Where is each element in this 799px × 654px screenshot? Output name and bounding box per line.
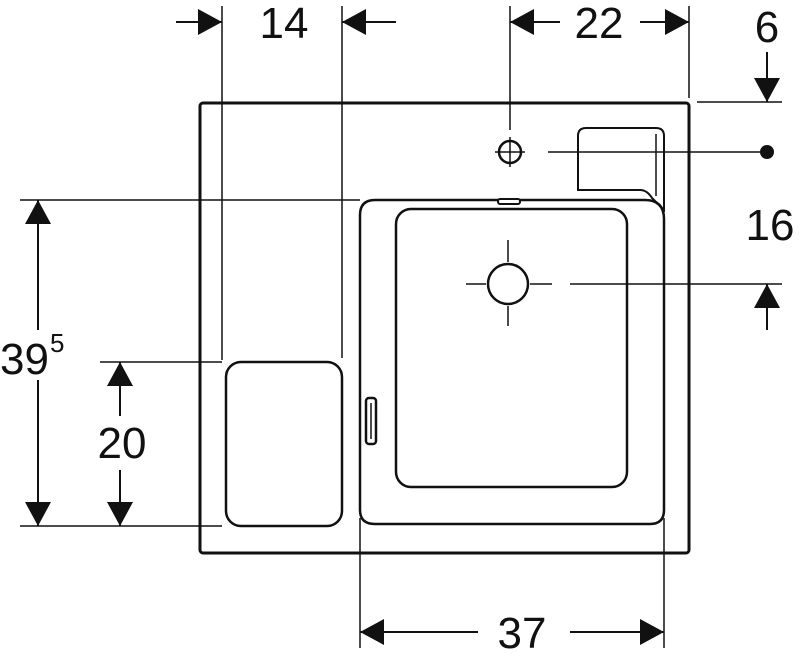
dimension-6-label: 6: [755, 3, 779, 52]
dimension-14: 14: [176, 0, 396, 48]
dimension-39-5: 39 5: [0, 200, 64, 526]
overflow-slot-top: [497, 198, 521, 205]
dimension-14-label: 14: [260, 0, 309, 48]
tap-hole: [495, 137, 525, 167]
left-tray: [224, 360, 344, 528]
drain-hole: [466, 240, 552, 326]
dimension-39-5-superscript: 5: [50, 328, 64, 358]
dimension-22: 22: [510, 0, 689, 48]
dimension-37-label: 37: [498, 609, 547, 654]
dimension-20-label: 20: [98, 419, 147, 468]
dimension-22-label: 22: [575, 0, 624, 48]
dimension-39-5-label: 39: [0, 335, 49, 384]
dimension-37: 37: [360, 609, 664, 654]
basin-outer-outline: [358, 198, 666, 526]
soap-tray: [577, 127, 665, 213]
countertop-outline: [198, 101, 691, 555]
tap-centre-marker: [760, 145, 774, 159]
dimension-6: 6: [754, 3, 780, 159]
dimension-16: 16: [746, 201, 795, 330]
basin-bowl: [394, 207, 629, 489]
dimension-16-label: 16: [746, 201, 795, 250]
dimension-20: 20: [98, 362, 147, 526]
